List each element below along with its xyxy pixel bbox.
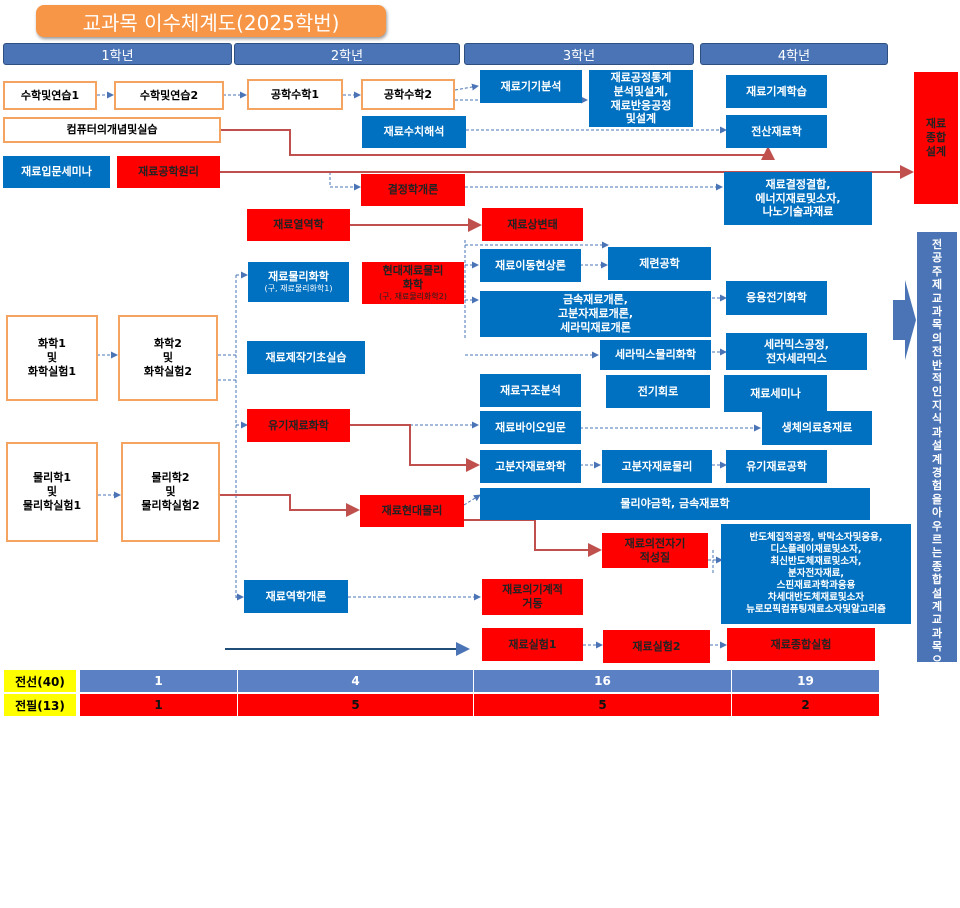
course-phys2[interactable]: 물리학2 및 물리학실험2 bbox=[121, 442, 220, 542]
course-organic-eng[interactable]: 유기재료공학 bbox=[726, 450, 827, 483]
course-applied-elec[interactable]: 응용전기화학 bbox=[726, 281, 827, 315]
course-mech-behavior[interactable]: 재료의기계적 거동 bbox=[482, 579, 583, 615]
summary-row1-year2: 4 bbox=[238, 670, 474, 692]
course-integrated-lab[interactable]: 재료종합실험 bbox=[727, 628, 875, 661]
course-mat-machine-analysis[interactable]: 재료기기분석 bbox=[480, 70, 582, 103]
course-basic-lab[interactable]: 재료제작기초실습 bbox=[247, 341, 365, 374]
capstone-note: 전공주제교과목의전반적인지식과설계경험을아우르는종합설계교과목으로재료공학필수교… bbox=[917, 232, 957, 908]
course-math1[interactable]: 수학및연습1 bbox=[3, 81, 97, 110]
course-thermo[interactable]: 재료열역학 bbox=[247, 209, 350, 241]
course-modern-physchem-sub: (구, 재료물리화학2) bbox=[379, 291, 447, 301]
course-transport[interactable]: 재료이동현상론 bbox=[480, 249, 581, 282]
course-physchem[interactable]: 재료물리화학 (구, 재료물리화학1) bbox=[248, 262, 349, 302]
course-structure[interactable]: 재료구조분석 bbox=[480, 374, 581, 407]
page-title: 교과목 이수체계도(2025학번) bbox=[36, 5, 386, 37]
course-biomed[interactable]: 생체의료용재료 bbox=[762, 411, 872, 445]
course-engmath2[interactable]: 공학수학2 bbox=[361, 79, 455, 110]
course-math2[interactable]: 수학및연습2 bbox=[114, 81, 224, 110]
course-metal-polymer-ceramic[interactable]: 금속재료개론, 고분자재료개론, 세라믹재료개론 bbox=[480, 291, 711, 337]
course-refining[interactable]: 제련공학 bbox=[608, 247, 711, 280]
course-engmath1[interactable]: 공학수학1 bbox=[247, 79, 343, 110]
course-polymer-chem[interactable]: 고분자재료화학 bbox=[480, 450, 581, 483]
course-modern-physchem[interactable]: 현대재료물리 화학 (구, 재료물리화학2) bbox=[362, 262, 464, 304]
course-comp-mat[interactable]: 전산재료학 bbox=[726, 115, 827, 148]
course-chem2[interactable]: 화학2 및 화학실험2 bbox=[118, 315, 218, 401]
course-ceramic-physchem[interactable]: 세라믹스물리화학 bbox=[600, 340, 711, 370]
connector-lines bbox=[97, 83, 916, 656]
course-modern-physchem-title: 현대재료물리 화학 bbox=[382, 264, 444, 291]
course-capstone[interactable]: 재료 종합 설계 bbox=[914, 72, 958, 204]
course-bio-intro[interactable]: 재료바이오입문 bbox=[480, 411, 581, 444]
course-physchem-title: 재료물리화학 bbox=[268, 270, 329, 284]
course-modern-phys[interactable]: 재료현대물리 bbox=[360, 495, 464, 527]
course-seminar[interactable]: 재료세미나 bbox=[724, 375, 827, 412]
course-ceramic-process[interactable]: 세라믹스공정, 전자세라믹스 bbox=[726, 333, 867, 370]
course-lab2[interactable]: 재료실험2 bbox=[603, 630, 710, 663]
year-header-4: 4학년 bbox=[700, 43, 888, 65]
summary-row2-year4: 2 bbox=[732, 694, 880, 716]
course-lab1[interactable]: 재료실험1 bbox=[482, 628, 583, 661]
course-crystal[interactable]: 결정학개론 bbox=[361, 174, 465, 206]
summary-row2-label: 전필(13) bbox=[4, 694, 76, 716]
summary-row1-year4: 19 bbox=[732, 670, 880, 692]
course-chem1[interactable]: 화학1 및 화학실험1 bbox=[6, 315, 98, 401]
course-seminar-intro[interactable]: 재료입문세미나 bbox=[3, 156, 110, 188]
course-mat-ml[interactable]: 재료기계학습 bbox=[726, 75, 827, 108]
summary-row1-year1: 1 bbox=[80, 670, 238, 692]
course-numerical[interactable]: 재료수치해석 bbox=[362, 116, 466, 148]
course-principles[interactable]: 재료공학원리 bbox=[117, 156, 220, 188]
year-header-3: 3학년 bbox=[464, 43, 694, 65]
summary-row2-year1: 1 bbox=[80, 694, 238, 716]
summary-row1-year3: 16 bbox=[474, 670, 732, 692]
course-electromag[interactable]: 재료의전자기 적성질 bbox=[602, 533, 708, 568]
course-process-stats[interactable]: 재료공정통계 분석및설계, 재료반응공정 및설계 bbox=[589, 70, 693, 127]
summary-row2-year2: 5 bbox=[238, 694, 474, 716]
course-polymer-phys[interactable]: 고분자재료물리 bbox=[602, 450, 712, 483]
summary-row1-label: 전선(40) bbox=[4, 670, 76, 692]
year-header-1: 1학년 bbox=[3, 43, 232, 65]
course-phys-metal[interactable]: 물리야금학, 금속재료학 bbox=[480, 488, 870, 520]
course-organic[interactable]: 유기재료화학 bbox=[247, 409, 350, 442]
course-circuit[interactable]: 전기회로 bbox=[606, 375, 710, 408]
course-physchem-sub: (구, 재료물리화학1) bbox=[264, 283, 333, 293]
course-semis[interactable]: 반도체집적공정, 박막소자및응용, 디스플레이재료및소자, 최신반도체재료및소자… bbox=[721, 524, 911, 624]
course-computer[interactable]: 컴퓨터의개념및실습 bbox=[3, 117, 221, 143]
course-bonding[interactable]: 재료결정결합, 에너지재료및소자, 나노기술과재료 bbox=[724, 172, 872, 225]
summary-row2-year3: 5 bbox=[474, 694, 732, 716]
year-header-2: 2학년 bbox=[234, 43, 460, 65]
course-mechanics[interactable]: 재료역학개론 bbox=[244, 580, 348, 613]
course-phys1[interactable]: 물리학1 및 물리학실험1 bbox=[6, 442, 98, 542]
course-phase[interactable]: 재료상변태 bbox=[482, 208, 583, 241]
